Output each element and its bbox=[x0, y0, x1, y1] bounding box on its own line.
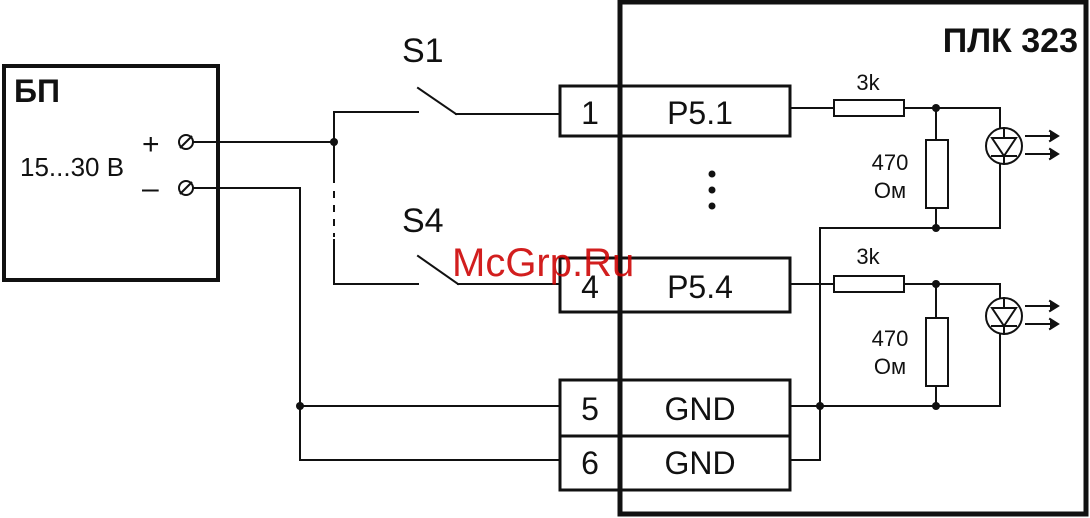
switch-s4-label: S4 bbox=[402, 202, 444, 240]
psu-terminals bbox=[179, 135, 193, 195]
resistor-3k-1 bbox=[834, 100, 904, 116]
watermark: McGrp.Ru bbox=[452, 241, 634, 285]
terminal-1-number: 1 bbox=[581, 95, 599, 131]
psu-title: БП bbox=[14, 73, 60, 109]
psu-minus-sign: – bbox=[142, 172, 159, 205]
switch-s1 bbox=[410, 88, 560, 114]
ellipsis-icon bbox=[709, 171, 716, 210]
plc-title: ПЛК 323 bbox=[943, 22, 1078, 60]
plus-wire bbox=[194, 112, 410, 284]
optocoupler-4-icon bbox=[986, 298, 1058, 334]
terminal-6-number: 6 bbox=[581, 445, 599, 481]
resistor-470-1-unit: Ом bbox=[874, 178, 906, 203]
terminal-5-name: GND bbox=[664, 391, 735, 427]
minus-wire bbox=[194, 188, 560, 460]
resistor-3k-1-label: 3k bbox=[856, 70, 880, 95]
psu-voltage: 15...30 В bbox=[20, 152, 124, 182]
terminal-5-number: 5 bbox=[581, 391, 599, 427]
resistor-470-1 bbox=[926, 140, 948, 208]
terminal-6-name: GND bbox=[664, 445, 735, 481]
optocoupler-1-icon bbox=[986, 128, 1058, 164]
terminal-1-name: P5.1 bbox=[667, 95, 733, 131]
terminal-4-name: P5.4 bbox=[667, 269, 733, 305]
resistor-470-4-unit: Ом bbox=[874, 354, 906, 379]
resistor-3k-4 bbox=[834, 276, 904, 292]
switch-s1-label: S1 bbox=[402, 32, 444, 70]
resistor-470-1-value: 470 bbox=[872, 150, 909, 175]
psu-plus-sign: + bbox=[142, 128, 160, 161]
resistor-470-4-value: 470 bbox=[872, 326, 909, 351]
resistor-470-4 bbox=[926, 318, 948, 386]
resistor-3k-4-label: 3k bbox=[856, 244, 880, 269]
